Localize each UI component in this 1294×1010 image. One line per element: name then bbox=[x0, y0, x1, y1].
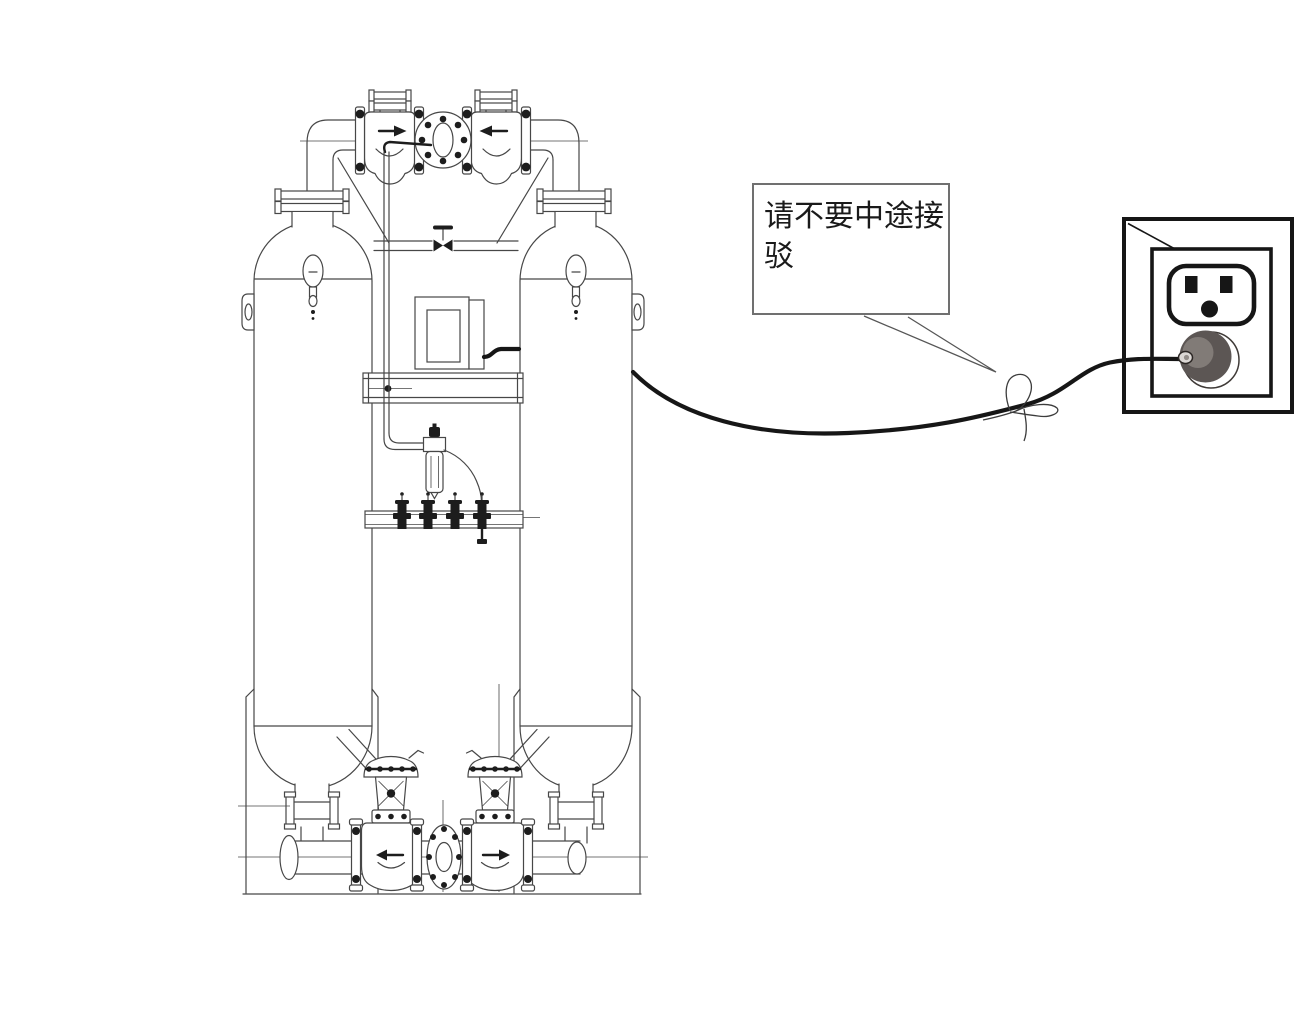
outlet-ground-hole bbox=[1201, 300, 1218, 318]
left-lifting-lug bbox=[241, 293, 255, 331]
pilot-valve bbox=[473, 492, 491, 544]
top-nozzle-left bbox=[368, 89, 412, 119]
flow-arrow-right-icon bbox=[394, 125, 407, 137]
bottom-valve-right bbox=[464, 749, 526, 892]
callout-bubble: 请不要中途接 驳 bbox=[752, 183, 950, 315]
power-plug bbox=[1177, 330, 1240, 389]
right-gauge bbox=[565, 254, 587, 288]
pipe-end-left bbox=[279, 834, 299, 881]
callout-tail bbox=[863, 315, 997, 373]
flow-arrow-left-icon bbox=[479, 125, 492, 137]
left-tower bbox=[238, 221, 379, 894]
pilot-valve bbox=[393, 492, 411, 529]
right-tower bbox=[513, 221, 645, 894]
bottom-flange-rods bbox=[348, 818, 536, 892]
bottom-center-flange-disc bbox=[426, 824, 462, 890]
flow-arrow-right-icon bbox=[499, 849, 510, 861]
pilot-valve bbox=[446, 492, 464, 529]
top-center-flange-disc bbox=[414, 111, 472, 169]
left-gauge bbox=[302, 254, 324, 288]
equalizing-pipe bbox=[373, 225, 519, 252]
filter-regulator bbox=[422, 423, 483, 503]
right-lifting-lug bbox=[631, 293, 645, 331]
cord-loop-knot bbox=[982, 373, 1059, 442]
pilot-valve-manifold bbox=[364, 492, 540, 544]
left-bottom-spool bbox=[238, 783, 341, 844]
bottom-valve-manifold bbox=[238, 684, 648, 895]
wall-outlet bbox=[1122, 217, 1294, 414]
top-valve-manifold bbox=[274, 89, 612, 252]
right-bottom-spool bbox=[547, 783, 605, 844]
pipe-end-right bbox=[567, 841, 587, 875]
outlet-slot-right bbox=[1220, 276, 1233, 293]
tap-lever bbox=[382, 140, 433, 154]
outlet-slot-left bbox=[1185, 276, 1198, 293]
top-nozzle-right bbox=[474, 89, 518, 119]
flow-arrow-left-icon bbox=[376, 849, 387, 861]
top-valve-left bbox=[363, 111, 416, 185]
center-equipment bbox=[362, 151, 540, 544]
controller-box bbox=[414, 296, 485, 370]
callout-text-line1: 请不要中途接 bbox=[764, 200, 944, 233]
top-valve-right bbox=[470, 111, 523, 185]
callout-text-line2: 驳 bbox=[764, 240, 794, 273]
bottom-valve-left bbox=[360, 749, 425, 892]
power-cord bbox=[481, 346, 1189, 442]
pilot-valve bbox=[419, 492, 437, 529]
